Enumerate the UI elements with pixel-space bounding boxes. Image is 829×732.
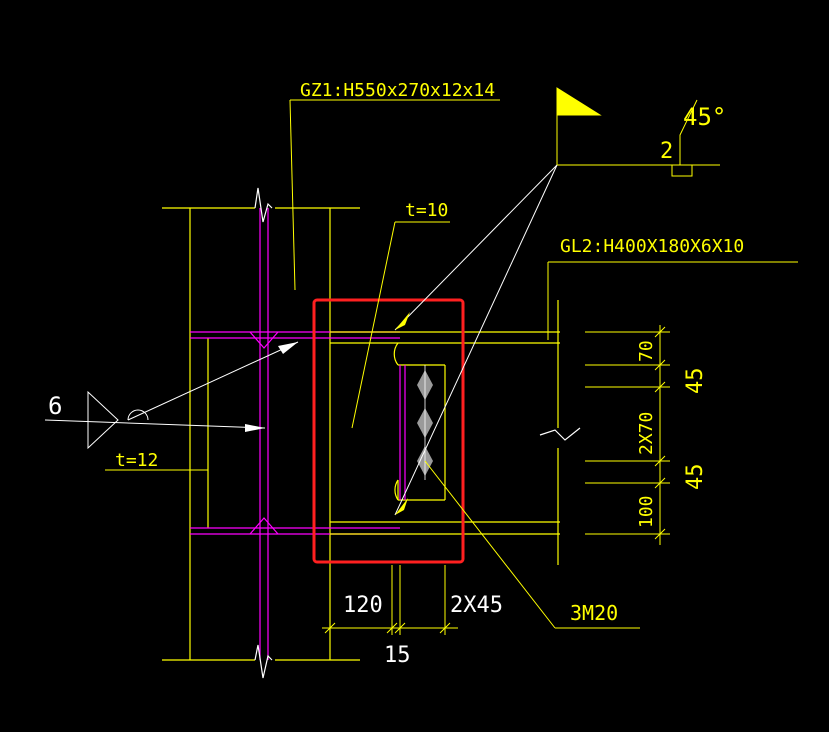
column-label-leader <box>289 99 500 291</box>
beam-label-leader <box>547 261 798 340</box>
zigzag-break-line-icon <box>539 427 581 441</box>
dim-v-100: 100 <box>636 495 657 528</box>
stiffener-thickness-label: t=12 <box>115 450 158 471</box>
field-weld-symbol <box>394 87 720 516</box>
beam-gl2-end <box>539 300 581 565</box>
dim-v-70: 70 <box>636 340 657 362</box>
arrowhead <box>245 424 265 432</box>
dim-v-45-bottom: 45 <box>683 464 708 491</box>
fillet-weld-symbol-icon <box>87 390 119 450</box>
dim-h-120: 120 <box>343 593 383 618</box>
dim-v-2x70: 2X70 <box>636 412 657 455</box>
beam-section-label: GL2:H400X180X6X10 <box>560 236 744 257</box>
bolt-group <box>417 365 433 480</box>
field-weld-flag-icon <box>556 87 602 116</box>
fillet-weld-symbol <box>44 341 299 450</box>
horizontal-dimension-chain <box>322 565 458 635</box>
vertical-dimension-chain <box>585 325 670 545</box>
highlight-box <box>312 298 465 564</box>
bolt-label-leader <box>424 460 640 629</box>
column-section-label: GZ1:H550x270x12x14 <box>300 80 495 101</box>
weld-size-top-label: 2 <box>660 139 673 164</box>
dim-v-45-top: 45 <box>683 368 708 395</box>
arrowhead <box>395 498 408 515</box>
dim-h-2x45: 2X45 <box>450 593 503 618</box>
arrowhead <box>278 342 298 354</box>
plate-thickness-leader <box>351 221 450 429</box>
beam-web <box>399 365 406 500</box>
weld-size-left-label: 6 <box>48 392 62 420</box>
bolt-label: 3M20 <box>570 601 618 625</box>
weld-bevel-angle-label: 45° <box>683 103 726 131</box>
arrowhead <box>395 312 410 330</box>
dim-h-15: 15 <box>384 643 411 668</box>
plate-thickness-label: t=10 <box>405 200 448 221</box>
shear-plate <box>330 331 560 535</box>
column-web <box>254 187 273 679</box>
